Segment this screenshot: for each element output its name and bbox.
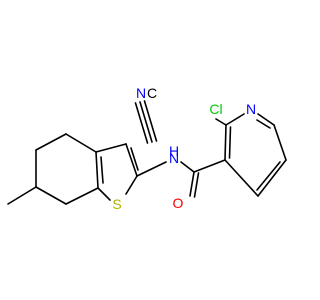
bond-c4-c5 [35, 133, 67, 151]
bond-c2-s [125, 175, 138, 195]
molecule-canvas: N C H N S O Cl N [7, 85, 287, 212]
bond-py-c5-c4-inner [256, 161, 281, 191]
bond-py-n-c6 [257, 113, 275, 126]
atom-nitrile-n: N [136, 85, 146, 101]
bond-nh-co [180, 161, 195, 173]
bond-c3-c2 [125, 143, 138, 177]
bond-nitrile-1 [139, 101, 153, 143]
bond-py-c3-c2-inner [228, 126, 232, 159]
bond-py-c6-c5 [273, 124, 287, 161]
atom-sulfur: S [112, 196, 121, 212]
bond-c3a-c7a-inner [100, 156, 104, 184]
bond-c3-c2-inner [130, 147, 139, 171]
bond-co-2 [193, 172, 200, 198]
atom-amide-n: N [169, 150, 179, 166]
bond-py-c5-c4 [257, 159, 287, 197]
bond-c3-c3a [95, 143, 127, 153]
atom-pyridine-n: N [246, 101, 256, 117]
bond-nitrile-2 [143, 100, 158, 142]
atom-nitrile-c: C [147, 85, 157, 101]
bond-c3a-c4 [65, 133, 97, 153]
molecule-structure: N C H N S O Cl N [7, 85, 287, 212]
atom-labels: N C H N S O Cl N [112, 85, 256, 212]
bond-methyl [7, 186, 37, 205]
bond-py-c2-cl [215, 118, 227, 126]
bond-c3a-c7a [95, 151, 99, 189]
bond-co-1 [189, 171, 195, 197]
bond-py-c4-c3 [224, 159, 259, 197]
bond-py-c2-n [225, 113, 245, 126]
bond-c6-c7 [35, 186, 67, 205]
bond-nitrile-3 [134, 102, 149, 144]
atom-amide-h: H [169, 143, 179, 159]
bond-py-c3-c2 [224, 124, 227, 161]
bond-c7-c7a [65, 187, 99, 205]
bond-py-n-c6-inner [256, 119, 271, 129]
bond-s-c7a [97, 187, 111, 201]
bond-co-c3py [193, 159, 226, 173]
atom-oxygen: O [173, 195, 184, 211]
bond-lines [7, 100, 287, 205]
bond-c2-nh [136, 161, 167, 177]
atom-chlorine: Cl [209, 101, 222, 117]
